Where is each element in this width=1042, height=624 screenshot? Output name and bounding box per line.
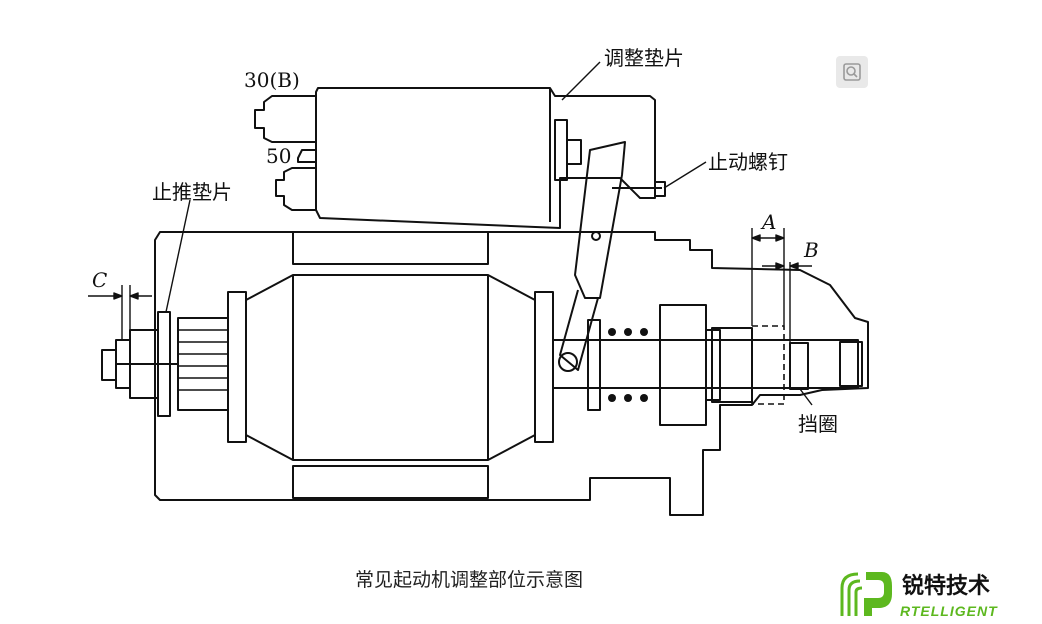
motor-housing xyxy=(154,231,869,516)
spring-coils xyxy=(608,328,648,402)
solenoid-body xyxy=(315,87,656,229)
field-coil-top xyxy=(292,231,489,265)
label-50: 50 xyxy=(266,144,292,168)
zoom-button[interactable] xyxy=(836,56,868,88)
drive-lever xyxy=(574,141,626,299)
field-coil-bottom xyxy=(292,465,489,499)
terminal-50-upper xyxy=(297,149,316,163)
lever-link xyxy=(559,289,599,371)
retaining-ring xyxy=(789,342,809,390)
terminal-50 xyxy=(275,167,316,211)
label-dim-a: A xyxy=(762,210,777,234)
rtelligent-logo-icon xyxy=(840,572,892,616)
dimension-a xyxy=(751,228,785,326)
lever-pivot xyxy=(591,231,601,241)
label-dim-c: C xyxy=(92,268,108,292)
shaft-tip xyxy=(839,341,863,387)
pinion-travel-box xyxy=(751,325,785,405)
leader-lines xyxy=(165,61,813,406)
label-adjusting-shim: 调整垫片 xyxy=(604,46,684,70)
overrunning-clutch xyxy=(659,304,707,426)
brand-name-en: RTELLIGENT xyxy=(900,603,998,619)
zoom-search-icon xyxy=(843,63,861,81)
label-stop-screw: 止动螺钉 xyxy=(708,150,788,174)
commutator-bars xyxy=(178,329,228,391)
dimension-c xyxy=(88,285,152,340)
stop-screw-head xyxy=(654,181,666,197)
label-30b: 30(B) xyxy=(244,68,300,92)
armature-core xyxy=(245,274,536,461)
diagram-caption: 常见起动机调整部位示意图 xyxy=(355,569,584,591)
terminal-30b xyxy=(254,95,316,143)
label-thrust-shim: 止推垫片 xyxy=(152,180,232,204)
dimension-b xyxy=(762,262,812,343)
solenoid-plunger-end xyxy=(566,139,582,165)
solenoid-end-plate xyxy=(554,119,568,181)
label-dim-b: B xyxy=(804,238,819,262)
commutator xyxy=(177,317,229,411)
label-retaining-ring: 挡圈 xyxy=(798,412,838,436)
brand-name-cn: 锐特技术 xyxy=(902,574,991,599)
shaft-end xyxy=(101,349,117,381)
armature-left-plate xyxy=(227,291,247,443)
clutch-spring-plate xyxy=(587,319,601,411)
lever-fork-end xyxy=(558,352,578,372)
armature-right-plate xyxy=(534,291,554,443)
